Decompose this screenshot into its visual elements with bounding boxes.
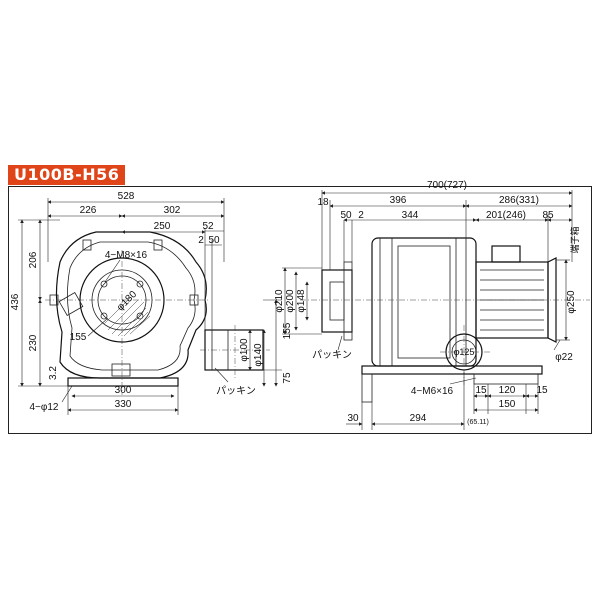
radius-155: 155 bbox=[70, 332, 87, 343]
dia-200: φ200 bbox=[285, 289, 296, 313]
base-block bbox=[111, 363, 131, 377]
bolt-spec-side: 4−M6×16 bbox=[411, 386, 454, 397]
dim-230: 230 bbox=[28, 334, 39, 351]
drawing-frame bbox=[8, 186, 592, 434]
dim-30: 30 bbox=[347, 413, 359, 424]
side-view bbox=[282, 190, 590, 430]
dim-50: 50 bbox=[208, 235, 220, 246]
dim-201: 201(246) bbox=[486, 210, 526, 221]
rib bbox=[153, 239, 163, 251]
dim-50-side: 50 bbox=[340, 210, 352, 221]
inlet-dia: φ180 bbox=[115, 289, 139, 313]
dim-250: 250 bbox=[154, 221, 171, 232]
dim-155: 155 bbox=[282, 322, 293, 339]
dim-3-2: 3.2 bbox=[48, 366, 59, 380]
dim-85: 85 bbox=[542, 210, 554, 221]
side-base bbox=[361, 365, 543, 375]
front-base bbox=[67, 377, 179, 387]
dim-302: 302 bbox=[164, 205, 181, 216]
dim-2: 2 bbox=[198, 235, 204, 246]
dia-22: φ22 bbox=[555, 352, 573, 363]
gasket-front: パッキン bbox=[216, 385, 256, 397]
dim-330: 330 bbox=[115, 399, 132, 410]
dia-140: φ140 bbox=[253, 343, 264, 367]
foot-holes: 4−φ12 bbox=[29, 402, 58, 413]
terminal-box-label: 端子箱 bbox=[569, 226, 580, 253]
side-inlet bbox=[321, 269, 353, 333]
dim-small: (65.11) bbox=[467, 419, 489, 426]
bolt-spec-front: 4−M8×16 bbox=[105, 250, 148, 261]
nameplate bbox=[58, 292, 84, 316]
dim-15b: 15 bbox=[536, 385, 548, 396]
dim-75: 75 bbox=[282, 372, 293, 384]
dim-436: 436 bbox=[10, 293, 21, 310]
dim-294: 294 bbox=[410, 413, 427, 424]
dim-226: 226 bbox=[80, 205, 97, 216]
dim-344: 344 bbox=[402, 210, 419, 221]
dia-125: φ125 bbox=[454, 347, 475, 357]
gasket-side: パッキン bbox=[312, 349, 352, 361]
dim-300: 300 bbox=[115, 385, 132, 396]
dia-100: φ100 bbox=[239, 338, 250, 362]
dim-396: 396 bbox=[390, 195, 407, 206]
dim-2-side: 2 bbox=[358, 210, 364, 221]
dim-700: 700(727) bbox=[427, 180, 467, 191]
dim-18: 18 bbox=[317, 197, 329, 208]
fan-cover bbox=[547, 257, 557, 343]
dim-286: 286(331) bbox=[499, 195, 539, 206]
dim-15a: 15 bbox=[475, 385, 487, 396]
rib bbox=[82, 239, 92, 251]
dim-52: 52 bbox=[202, 221, 214, 232]
dia-148: φ148 bbox=[296, 289, 307, 313]
dim-206: 206 bbox=[28, 251, 39, 268]
model-badge: U100B-H56 bbox=[8, 165, 126, 185]
inlet-mesh bbox=[103, 297, 151, 337]
terminal-box bbox=[491, 245, 521, 263]
dia-250: φ250 bbox=[566, 290, 577, 314]
dim-120: 120 bbox=[499, 385, 516, 396]
dim-528: 528 bbox=[118, 191, 135, 202]
dim-150: 150 bbox=[499, 399, 516, 410]
dia-210: φ210 bbox=[274, 289, 285, 313]
front-view bbox=[18, 198, 282, 415]
